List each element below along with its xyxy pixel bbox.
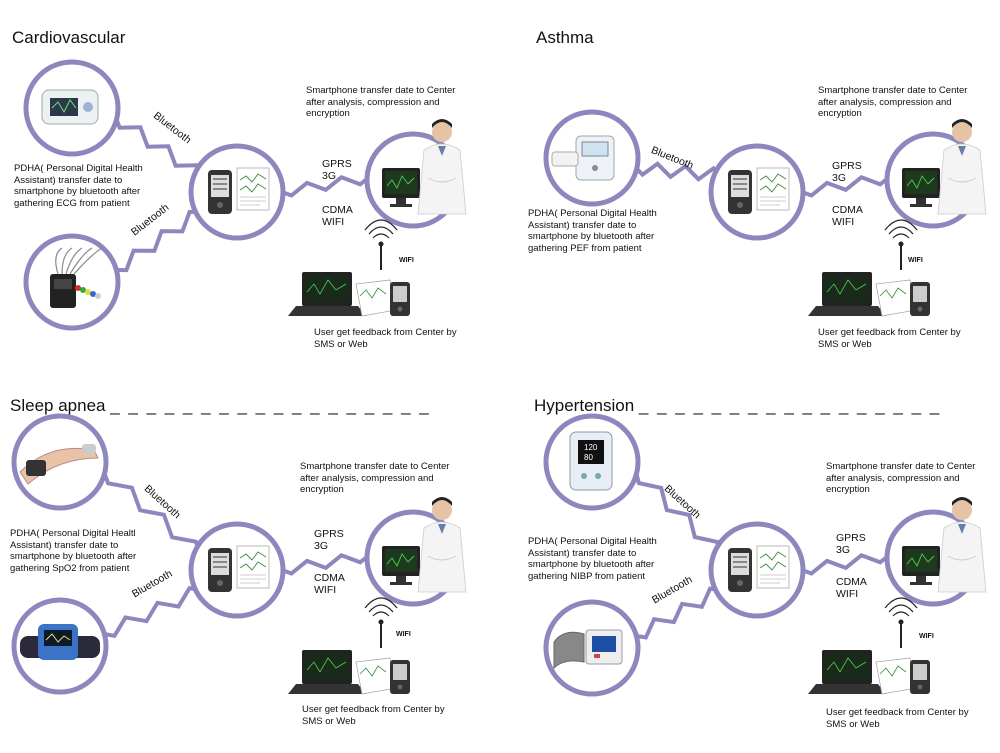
wifi-label: WIFI bbox=[919, 633, 934, 640]
smartphone-ring bbox=[188, 143, 286, 241]
desktop-monitor-icon bbox=[902, 168, 940, 207]
doctor-icon bbox=[417, 119, 467, 215]
bp-reading: 80 bbox=[584, 453, 593, 462]
desktop-monitor-icon bbox=[382, 546, 420, 585]
doctor-icon bbox=[937, 119, 987, 215]
device-top-ring bbox=[23, 59, 121, 157]
doctor-icon bbox=[417, 497, 467, 593]
wifi-antenna-icon bbox=[884, 597, 918, 648]
bp-reading: 120 bbox=[584, 443, 598, 452]
panel-hypertension: Hypertension _ _ _ _ _ _ _ _ _ _ _ _ _ _… bbox=[520, 378, 1000, 753]
bp-monitor-icon bbox=[553, 629, 623, 670]
bluetooth-link-top bbox=[634, 471, 722, 554]
doctor-icon bbox=[937, 497, 987, 593]
spirometer-icon bbox=[551, 135, 615, 181]
smartphone-ring bbox=[708, 143, 806, 241]
wifi-antenna-icon bbox=[884, 219, 918, 270]
document-icon bbox=[756, 167, 790, 211]
network-link bbox=[801, 553, 890, 576]
bluetooth-link-bottom bbox=[635, 586, 721, 640]
document-icon bbox=[756, 545, 790, 589]
device-top-ring bbox=[543, 109, 641, 207]
diagram-graphics bbox=[11, 413, 467, 695]
panel-asthma: Asthma bbox=[520, 0, 1000, 375]
smartphone-ring bbox=[708, 521, 806, 619]
center-ring bbox=[364, 119, 467, 229]
bluetooth-link-top bbox=[102, 471, 202, 554]
mobile-phone-icon bbox=[390, 660, 410, 694]
smartphone-ring bbox=[188, 521, 286, 619]
document-icon bbox=[236, 167, 270, 211]
laptop-icon bbox=[808, 650, 886, 694]
wrist-oximeter-icon bbox=[19, 444, 99, 485]
ecg-electrodes-icon bbox=[50, 247, 103, 308]
panel-title: Sleep apnea _ _ _ _ _ _ _ _ _ _ _ _ _ _ … bbox=[10, 396, 431, 415]
smartphone-icon bbox=[728, 548, 752, 592]
bluetooth-link-bottom bbox=[115, 209, 201, 273]
panel-title: Hypertension _ _ _ _ _ _ _ _ _ _ _ _ _ _… bbox=[534, 396, 942, 415]
smartphone-icon bbox=[208, 170, 232, 214]
wifi-antenna-icon bbox=[364, 219, 398, 270]
mobile-phone-icon bbox=[910, 660, 930, 694]
laptop-icon bbox=[288, 272, 366, 316]
panel-cardiovascular: Cardiovascular bbox=[0, 0, 500, 375]
network-link bbox=[281, 175, 370, 198]
panel-sleep-apnea: Sleep apnea _ _ _ _ _ _ _ _ _ _ _ _ _ _ … bbox=[0, 378, 500, 753]
device-bottom-ring bbox=[11, 597, 109, 695]
mobile-phone-icon bbox=[390, 282, 410, 316]
wifi-label: WIFI bbox=[396, 631, 411, 638]
smartphone-icon bbox=[728, 170, 752, 214]
center-ring bbox=[364, 497, 467, 607]
network-link bbox=[281, 553, 370, 576]
device-top-ring bbox=[11, 413, 109, 511]
panel-title: Asthma bbox=[536, 28, 594, 47]
wifi-label: WIFI bbox=[908, 257, 923, 264]
wrist-monitor-icon bbox=[20, 624, 100, 660]
diagram-graphics bbox=[543, 109, 987, 317]
smartphone-icon bbox=[208, 548, 232, 592]
laptop-icon bbox=[808, 272, 886, 316]
laptop-icon bbox=[288, 650, 366, 694]
mobile-phone-icon bbox=[910, 282, 930, 316]
wifi-label: WIFI bbox=[399, 257, 414, 264]
bluetooth-link-top bbox=[634, 161, 722, 182]
diagram-graphics bbox=[23, 59, 467, 331]
panel-title: Cardiovascular bbox=[12, 28, 126, 47]
wifi-antenna-icon bbox=[364, 597, 398, 648]
document-icon bbox=[236, 545, 270, 589]
network-link bbox=[801, 175, 890, 198]
device-bottom-ring bbox=[23, 233, 121, 331]
bluetooth-link-top bbox=[114, 117, 202, 176]
center-ring bbox=[884, 497, 987, 607]
desktop-monitor-icon bbox=[382, 168, 420, 207]
center-ring bbox=[884, 119, 987, 229]
ecg-monitor-icon bbox=[41, 89, 99, 125]
bluetooth-link-bottom bbox=[103, 585, 201, 639]
device-bottom-ring bbox=[543, 599, 641, 697]
desktop-monitor-icon bbox=[902, 546, 940, 585]
